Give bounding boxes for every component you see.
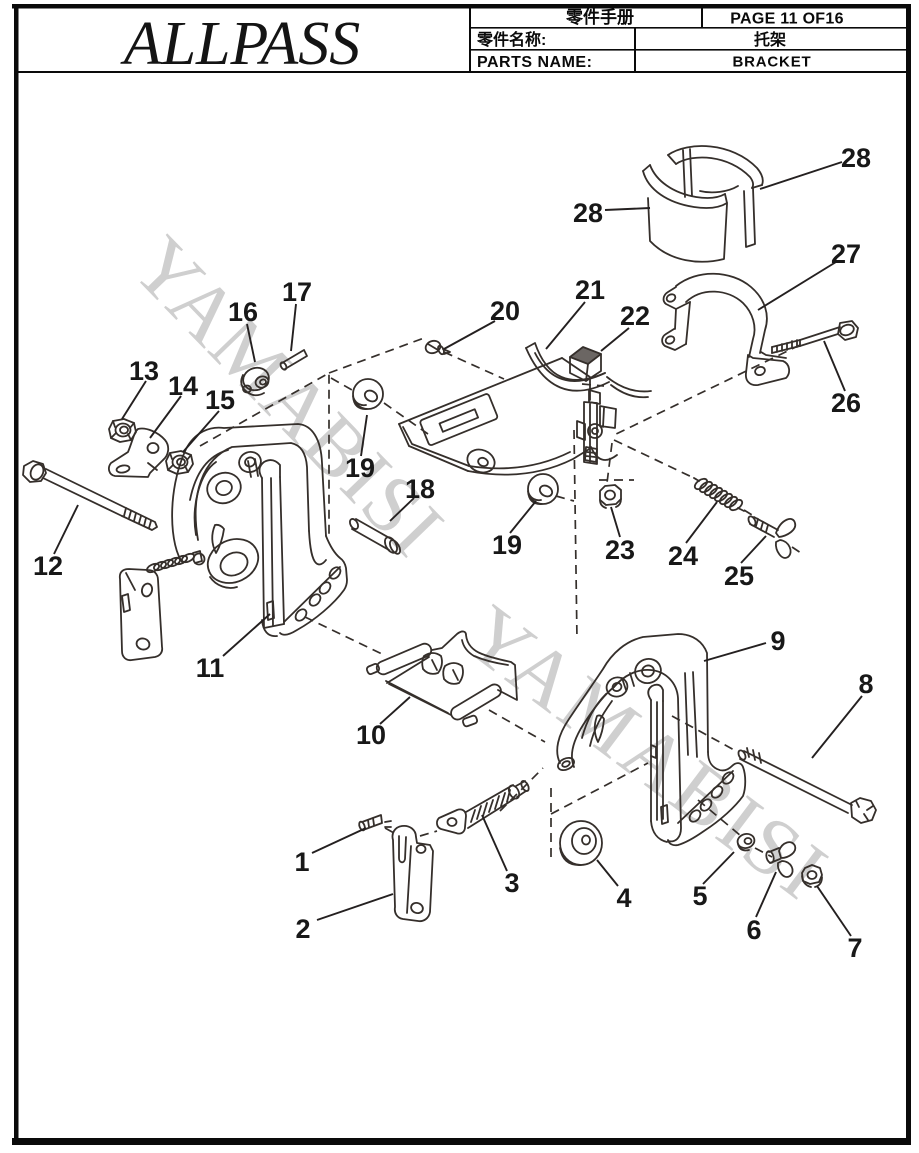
- svg-text:26: 26: [831, 388, 861, 418]
- svg-text:BRACKET: BRACKET: [733, 54, 812, 71]
- svg-text:21: 21: [575, 275, 605, 305]
- svg-text:25: 25: [724, 561, 754, 591]
- svg-text:13: 13: [129, 356, 159, 386]
- svg-text:2: 2: [295, 914, 310, 944]
- svg-text:PARTS NAME:: PARTS NAME:: [477, 54, 592, 71]
- svg-text:3: 3: [504, 868, 519, 898]
- svg-text:17: 17: [282, 277, 312, 307]
- svg-text:托架: 托架: [754, 30, 786, 49]
- svg-text:PAGE 11 OF16: PAGE 11 OF16: [730, 11, 844, 28]
- svg-text:10: 10: [356, 720, 386, 750]
- svg-text:19: 19: [492, 530, 522, 560]
- svg-text:23: 23: [605, 535, 635, 565]
- svg-text:28: 28: [841, 143, 871, 173]
- svg-text:4: 4: [616, 883, 631, 913]
- svg-text:1: 1: [294, 847, 309, 877]
- svg-text:18: 18: [405, 474, 435, 504]
- svg-text:ALLPASS: ALLPASS: [120, 10, 361, 78]
- svg-text:9: 9: [770, 626, 785, 656]
- svg-text:12: 12: [33, 551, 63, 581]
- svg-text:15: 15: [205, 385, 235, 415]
- svg-text:5: 5: [692, 881, 707, 911]
- svg-text:零件手册: 零件手册: [565, 7, 634, 27]
- svg-text:24: 24: [668, 541, 698, 571]
- svg-text:8: 8: [858, 669, 873, 699]
- svg-text:16: 16: [228, 297, 258, 327]
- svg-text:14: 14: [168, 371, 198, 401]
- svg-text:22: 22: [620, 301, 650, 331]
- svg-text:11: 11: [196, 653, 225, 683]
- svg-text:28: 28: [573, 198, 603, 228]
- svg-text:6: 6: [746, 915, 761, 945]
- svg-text:19: 19: [345, 453, 375, 483]
- svg-text:7: 7: [847, 933, 862, 963]
- svg-text:27: 27: [831, 239, 861, 269]
- svg-text:20: 20: [490, 296, 520, 326]
- svg-text:零件名称:: 零件名称:: [476, 30, 546, 49]
